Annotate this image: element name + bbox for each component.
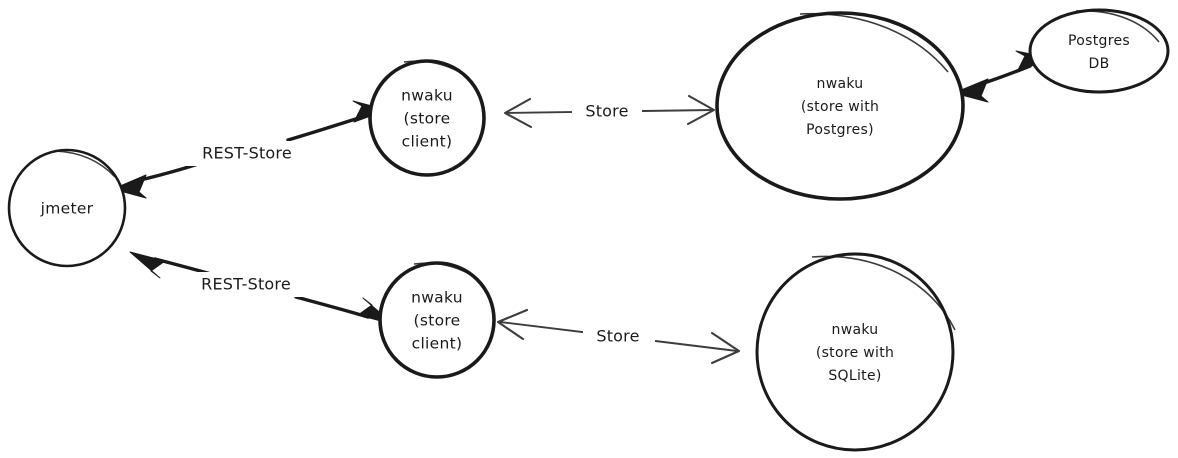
node-postgres-db-label-line-1: Postgres <box>1068 33 1130 49</box>
node-nwaku-store-client-top-label-line-2: (store <box>403 110 450 128</box>
edge-line-rest-store-top-right <box>286 115 364 142</box>
node-nwaku-store-sqlite-shape <box>755 252 955 452</box>
edge-store-top[interactable]: Store <box>503 94 716 129</box>
edge-label-store-top: Store <box>585 102 628 121</box>
node-nwaku-store-client-bottom[interactable]: nwaku (store client) <box>378 261 496 379</box>
edge-rest-store-top[interactable]: REST-Store <box>112 100 388 199</box>
edge-line-rest-store-bottom-right <box>294 295 370 319</box>
node-nwaku-store-client-bottom-label-line-1: nwaku <box>411 289 463 307</box>
node-nwaku-store-client-top-label-line-3: client) <box>402 133 453 151</box>
node-nwaku-store-client-bottom-label-line-3: client) <box>412 335 463 353</box>
arrowhead-rest-store-top-to-jmeter <box>112 174 147 199</box>
node-nwaku-store-postgres-label-line-2: (store with <box>801 99 879 115</box>
edge-store-bottom[interactable]: Store <box>496 308 741 365</box>
edge-label-bg-store-bottom <box>583 324 655 349</box>
node-jmeter[interactable]: jmeter <box>7 148 127 268</box>
node-nwaku-store-postgres-label-line-3: Postgres) <box>806 122 874 138</box>
node-nwaku-store-sqlite-sketch-stroke <box>811 255 956 331</box>
node-nwaku-store-client-bottom-sketch-stroke <box>413 262 477 279</box>
node-nwaku-store-client-top[interactable]: nwaku (store client) <box>368 59 486 177</box>
node-jmeter-sketch-stroke <box>54 150 116 178</box>
edge-label-bg-rest-store-top <box>182 141 312 166</box>
edge-label-store-bottom: Store <box>596 327 639 346</box>
edge-label-bg-rest-store-bottom <box>180 272 312 297</box>
node-nwaku-store-sqlite-label-line-3: SQLite) <box>828 368 881 384</box>
arrowhead-rest-store-bottom-to-jmeter <box>129 251 166 279</box>
arrowhead-postgres-db-to-nwaku <box>953 78 989 103</box>
node-nwaku-store-client-top-label-line-1: nwaku <box>401 87 453 105</box>
arrowhead-store-top-to-client <box>503 97 533 129</box>
node-nwaku-store-postgres-label-line-1: nwaku <box>817 76 864 92</box>
node-nwaku-store-sqlite[interactable]: nwaku (store with SQLite) <box>755 252 956 452</box>
node-postgres-db-label-line-2: DB <box>1089 56 1110 72</box>
node-jmeter-shape <box>7 148 127 268</box>
edge-label-bg-store-top <box>572 100 642 124</box>
node-nwaku-store-client-bottom-label-line-2: (store <box>413 312 460 330</box>
node-postgres-db-sketch-stroke <box>1075 10 1160 43</box>
edge-label-rest-store-top: REST-Store <box>202 144 292 163</box>
edge-label-rest-store-bottom: REST-Store <box>201 275 291 294</box>
node-nwaku-store-postgres[interactable]: nwaku (store with Postgres) <box>715 11 965 201</box>
node-jmeter-label: jmeter <box>40 200 94 218</box>
node-nwaku-store-sqlite-label-line-1: nwaku <box>832 322 879 338</box>
edge-rest-store-bottom[interactable]: REST-Store <box>129 251 394 325</box>
node-postgres-db[interactable]: Postgres DB <box>1028 8 1170 94</box>
arrowhead-store-bottom-to-client <box>496 308 529 341</box>
node-postgres-db-shape <box>1028 8 1170 94</box>
node-nwaku-store-sqlite-label-line-2: (store with <box>816 345 894 361</box>
node-nwaku-store-postgres-sketch-stroke <box>799 12 949 73</box>
arrowhead-store-bottom-to-sqlite <box>710 331 741 365</box>
node-nwaku-store-postgres-shape <box>715 11 965 201</box>
arrowhead-store-top-to-postgres <box>686 94 716 126</box>
node-nwaku-store-client-top-sketch-stroke <box>403 60 467 77</box>
